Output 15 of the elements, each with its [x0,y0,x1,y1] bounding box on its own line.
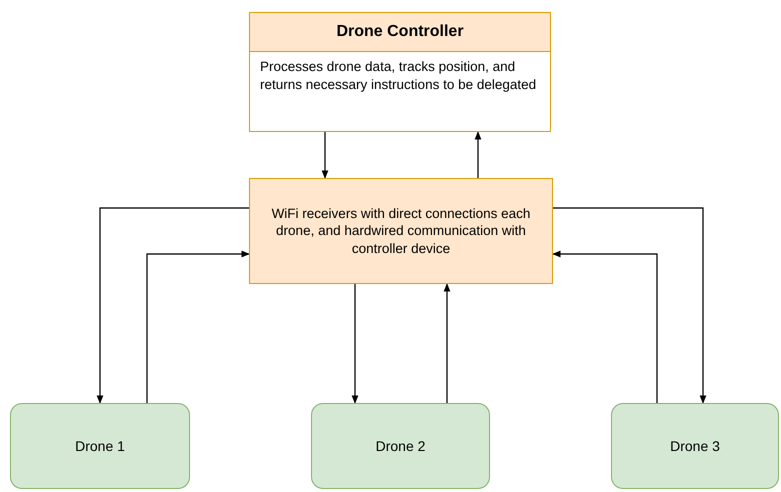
arrow [553,207,706,404]
controller-card [249,12,551,132]
card-description: Processes drone data, tracks position, and returns necessary instructions to be delegated [259,58,538,94]
arrow [96,207,249,404]
drone-box: Drone 1 [10,403,190,489]
arrow [552,250,658,403]
arrow [322,132,328,179]
arrow [444,283,450,403]
arrow [474,131,482,178]
process-box: WiFi receivers with direct connections each drone, and hardwired communication with controller device [249,178,553,284]
arrow [146,250,250,403]
drone-box: Drone 2 [311,403,490,489]
card-heading: Drone Controller [250,13,550,52]
drone-box: Drone 3 [611,403,779,489]
arrow [352,284,358,404]
